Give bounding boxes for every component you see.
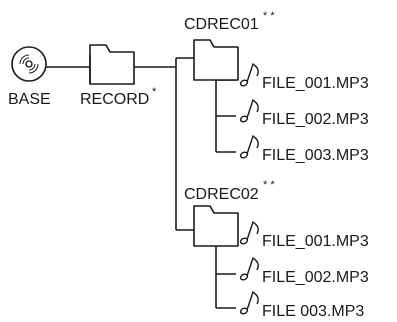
- folder-icon: [193, 205, 239, 247]
- file-label: FILE_001.MP3: [262, 75, 369, 92]
- music-note-icon: [239, 290, 259, 315]
- music-note-icon: [239, 256, 259, 281]
- music-note-icon: [239, 98, 259, 123]
- file-label: FILE 003.MP3: [262, 303, 364, 320]
- music-note-icon: [239, 134, 259, 159]
- folder-icon: [89, 44, 135, 85]
- disc-icon: [11, 46, 47, 82]
- cdrec02-mark: * *: [263, 179, 275, 191]
- file-label: FILE_003.MP3: [262, 147, 369, 164]
- cdrec02-label: CDREC02: [184, 186, 259, 203]
- music-note-icon: [239, 220, 259, 245]
- folder-icon: [193, 39, 239, 81]
- record-label: RECORD: [80, 91, 149, 108]
- cdrec01-mark: * *: [263, 10, 275, 22]
- cdrec01-label: CDREC01: [184, 16, 259, 33]
- file-label: FILE_002.MP3: [262, 111, 369, 128]
- file-label: FILE_002.MP3: [262, 269, 369, 286]
- file-label: FILE_001.MP3: [262, 233, 369, 250]
- base-label: BASE: [8, 91, 51, 108]
- record-mark: *: [152, 86, 157, 98]
- music-note-icon: [239, 62, 259, 87]
